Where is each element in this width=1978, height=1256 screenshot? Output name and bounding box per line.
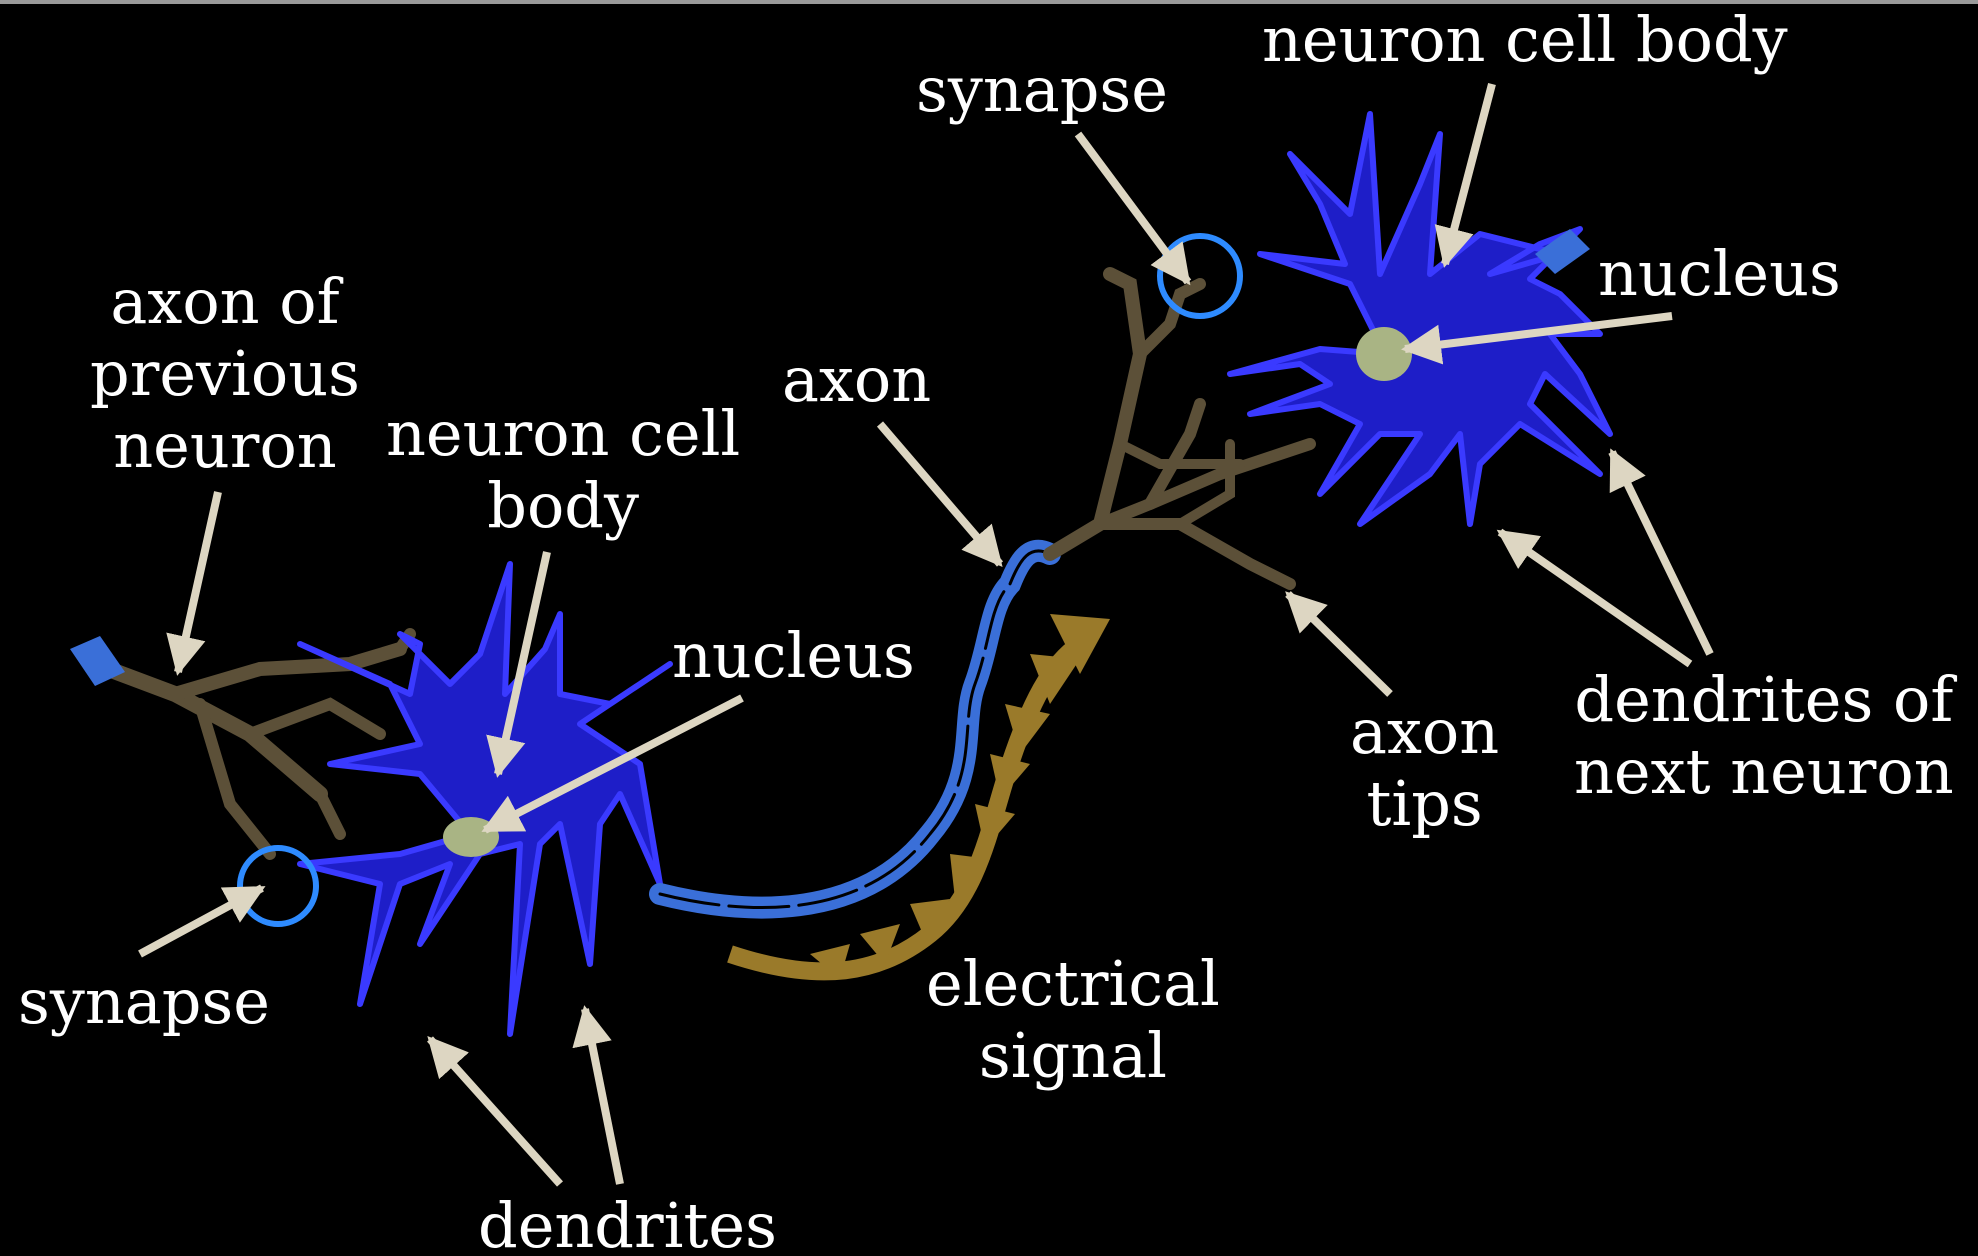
left-neuron-body (300, 564, 670, 1034)
label-cell-body-left: neuron cell body (386, 398, 740, 542)
label-axon-tips: axon tips (1350, 696, 1499, 840)
label-nucleus-left: nucleus (672, 620, 915, 692)
label-dendrites-next-neuron: dendrites of next neuron (1574, 664, 1954, 808)
arrow-dendrite-1 (430, 1039, 560, 1184)
arrow-dendrite-2 (585, 1009, 620, 1184)
label-dendrites: dendrites (478, 1190, 777, 1256)
arrow-synapse-top (1078, 134, 1188, 282)
label-axon-previous-neuron: axon of previous neuron (90, 266, 360, 482)
synapse-circle-top (1160, 236, 1240, 316)
arrow-synapse-left (140, 888, 262, 954)
right-neuron-body (1230, 114, 1610, 524)
label-synapse-left: synapse (18, 966, 270, 1038)
label-top-cell-body: neuron cell body (1262, 4, 1788, 76)
right-nucleus (1356, 327, 1412, 381)
label-axon: axon (782, 344, 931, 416)
label-top-nucleus: nucleus (1598, 238, 1841, 310)
arrow-axon-tips (1288, 594, 1390, 694)
label-electrical-signal: electrical signal (926, 948, 1220, 1092)
axon-terminals (1050, 274, 1310, 584)
label-top-synapse: synapse (916, 54, 1168, 126)
synapse-circle-left (240, 848, 316, 924)
previous-axon-terminal (95, 634, 410, 854)
arrow-axon (880, 424, 1000, 564)
arrow-axon-prev (178, 492, 218, 672)
